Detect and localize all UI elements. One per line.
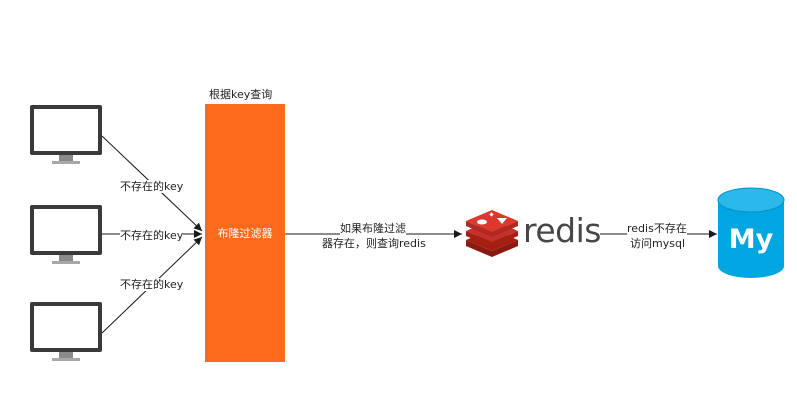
filter-to-redis-label-line2: 器存在，则查询redis <box>322 237 426 250</box>
redis-to-mysql-label-line1: redis不存在 <box>627 222 687 235</box>
client-edge-label: 不存在的key <box>120 180 184 193</box>
redis-to-mysql-label-line2: 访问mysql <box>630 237 685 250</box>
redis-wordmark: redis <box>523 211 601 250</box>
bloom-filter-label: 布隆过滤器 <box>217 227 273 240</box>
mysql-database-icon <box>717 187 785 278</box>
client-monitor-icon <box>30 302 102 361</box>
redis-logo-icon <box>466 210 518 257</box>
client-edge-label: 不存在的key <box>120 278 184 291</box>
client-monitor-icon <box>30 105 102 164</box>
client-monitor-icon <box>30 205 102 264</box>
bloom-filter-box <box>205 104 285 362</box>
filter-title: 根据key查询 <box>209 88 273 101</box>
filter-to-redis-label-line1: 如果布隆过滤 <box>340 222 406 235</box>
client-edge-label: 不存在的key <box>120 229 184 242</box>
mysql-label: My <box>728 224 774 255</box>
